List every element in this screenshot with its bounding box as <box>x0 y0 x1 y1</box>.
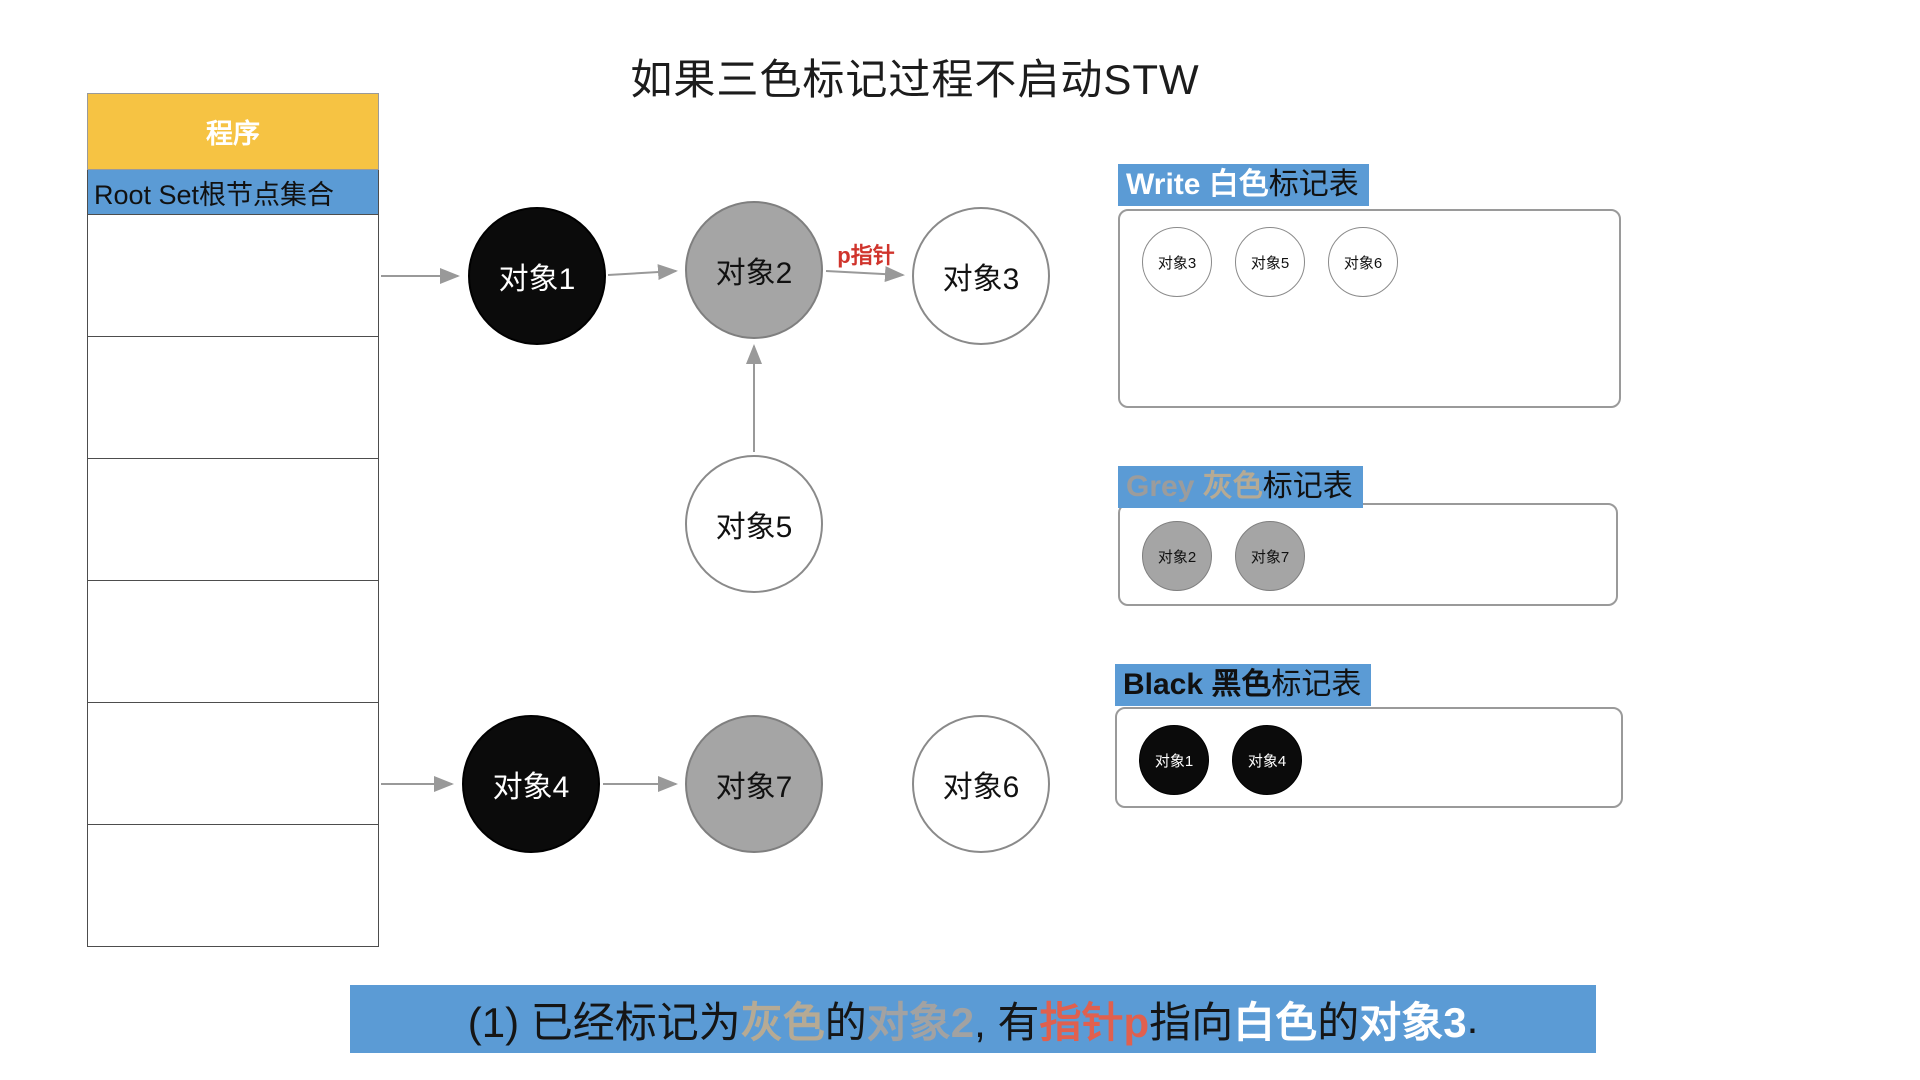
caption-part: (1) 已经标记为 <box>467 998 741 1046</box>
caption-part: 指针p <box>1039 998 1150 1046</box>
black-table-title-suffix: 标记表 <box>1271 668 1362 701</box>
caption-part: 的 <box>824 998 867 1046</box>
root-set-row: Root Set根节点集合 <box>88 170 378 214</box>
grey-mark-table-header: Grey 灰色标记表 <box>1118 466 1363 508</box>
node-obj5: 对象5 <box>685 455 823 593</box>
black-mark-table: 对象1 对象4 <box>1115 707 1623 808</box>
program-table: 程序 Root Set根节点集合 <box>87 93 379 947</box>
caption-part: 对象3 <box>1359 998 1467 1046</box>
caption-part: 灰色 <box>740 998 825 1046</box>
black-table-title-cn: 黑色 <box>1211 668 1272 701</box>
white-table-item: 对象6 <box>1328 227 1398 297</box>
grey-table-item: 对象7 <box>1235 521 1305 591</box>
caption-part: 指向 <box>1149 998 1234 1046</box>
node-obj6: 对象6 <box>912 715 1050 853</box>
node-obj4: 对象4 <box>462 715 600 853</box>
grey-table-title-cn: 灰色 <box>1202 470 1263 503</box>
caption-part: 的 <box>1317 998 1360 1046</box>
black-table-item: 对象1 <box>1139 725 1209 795</box>
node-obj3: 对象3 <box>912 207 1050 345</box>
caption-part: , 有 <box>974 998 1040 1046</box>
black-table-item: 对象4 <box>1232 725 1302 795</box>
node-obj7: 对象7 <box>685 715 823 853</box>
black-mark-table-header: Black 黑色标记表 <box>1115 664 1372 706</box>
grey-table-title-en: Grey <box>1126 470 1203 503</box>
white-mark-table-header: Write 白色标记表 <box>1118 164 1369 206</box>
white-table-title-en: Write <box>1126 168 1209 201</box>
arrow-obj2-to-obj3 <box>825 266 905 283</box>
caption-part: . <box>1466 995 1479 1042</box>
memory-slot-row <box>88 824 378 946</box>
white-table-title-suffix: 标记表 <box>1268 168 1359 201</box>
program-table-body: Root Set根节点集合 <box>87 170 379 947</box>
program-table-header: 程序 <box>87 93 379 170</box>
node-obj1: 对象1 <box>468 207 606 345</box>
arrow-obj1-to-obj2 <box>607 264 678 281</box>
caption-part: 对象2 <box>866 998 975 1046</box>
black-table-title-en: Black <box>1123 668 1212 701</box>
white-table-item: 对象3 <box>1142 227 1212 297</box>
memory-slot-row <box>88 336 378 458</box>
grey-table-item: 对象2 <box>1142 521 1212 591</box>
memory-slot-row <box>88 214 378 336</box>
grey-mark-table: 对象2 对象7 <box>1118 503 1618 606</box>
node-obj2: 对象2 <box>685 201 823 339</box>
page-title: 如果三色标记过程不启动STW <box>630 56 1200 103</box>
memory-slot-row <box>88 702 378 824</box>
white-mark-table: 对象3 对象5 对象6 <box>1118 209 1621 408</box>
white-table-item: 对象5 <box>1235 227 1305 297</box>
pointer-p-label: p指针 <box>837 243 895 268</box>
memory-slot-row <box>88 458 378 580</box>
memory-slot-row <box>88 580 378 702</box>
caption-part: 白色 <box>1233 998 1318 1046</box>
grey-table-title-suffix: 标记表 <box>1262 470 1353 503</box>
white-table-title-cn: 白色 <box>1208 168 1269 201</box>
